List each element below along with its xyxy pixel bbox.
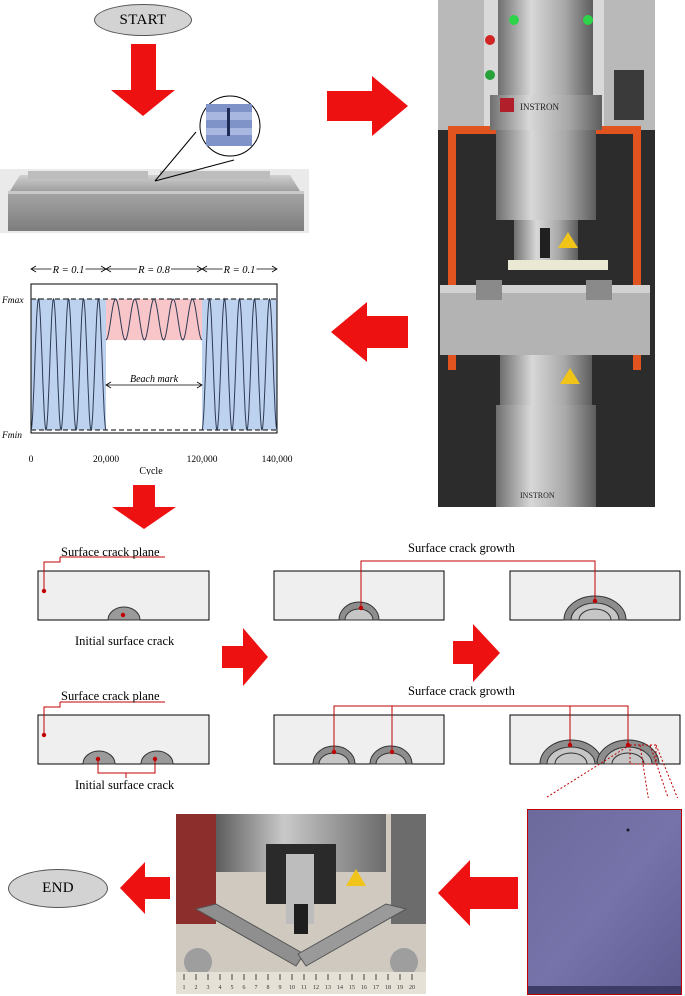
y-tick-fmax: Fmax — [1, 296, 24, 306]
ruler-number: 2 — [195, 985, 198, 991]
ruler-number: 6 — [243, 985, 246, 991]
arrow-left-end — [120, 862, 170, 914]
ruler-number: 5 — [231, 985, 234, 991]
ruler-number: 8 — [267, 985, 270, 991]
start-label: START — [119, 11, 167, 28]
load-wave-3 — [201, 297, 278, 432]
arrow-right-diagram-1 — [222, 628, 268, 686]
specimen-photo — [0, 169, 309, 233]
single-growth-label: Surface crack growth — [408, 541, 515, 555]
beach-mark-label: Beach mark — [130, 374, 179, 385]
ruler-number: 11 — [301, 985, 307, 991]
crack-diagram — [37, 556, 681, 798]
arrow-left-bottom — [438, 860, 518, 926]
arrow-right-top — [327, 76, 408, 136]
arrow-down-chart — [112, 485, 176, 529]
x-axis-label: Cycle — [139, 466, 163, 475]
ruler-number: 13 — [325, 985, 331, 991]
segment-arrowheads-3 — [201, 265, 278, 273]
x-tick-1: 20,000 — [93, 455, 119, 465]
fracture-surface-photo — [527, 809, 682, 995]
instron-brand-bottom: INSTRON — [520, 491, 555, 500]
x-tick-3: 140,000 — [262, 455, 293, 465]
crack-growth-2-inner — [578, 608, 612, 621]
ruler-number: 18 — [385, 985, 391, 991]
segment-label-1: R = 0.1 — [52, 265, 85, 276]
end-node: END — [8, 869, 108, 908]
ruler-number: 4 — [219, 985, 222, 991]
instron-machine-photo: INSTRON INSTRON — [438, 0, 655, 507]
fracture-surface-texture — [528, 810, 681, 994]
arrow-down-start — [111, 44, 175, 116]
arrow-right-diagram-2 — [453, 624, 500, 682]
segment-label-3: R = 0.1 — [223, 265, 256, 276]
x-tick-2: 120,000 — [187, 455, 218, 465]
ruler-number: 1 — [183, 985, 186, 991]
single-plane-label: Surface crack plane — [61, 545, 160, 559]
ruler-number: 7 — [255, 985, 258, 991]
ruler-number: 3 — [207, 985, 210, 991]
load-wave-1 — [30, 297, 107, 432]
double-plane-label: Surface crack plane — [61, 689, 160, 703]
ruler-number: 10 — [289, 985, 295, 991]
plane-panel-double-initial — [37, 714, 210, 765]
ruler-number: 16 — [361, 985, 367, 991]
specimen-illustration — [0, 169, 309, 233]
initial-crack-double-right — [140, 750, 174, 765]
segment-label-2: R = 0.8 — [137, 265, 171, 276]
ruler-number: 17 — [373, 985, 379, 991]
ruler-number: 20 — [409, 985, 415, 991]
load-wave-2 — [105, 298, 203, 341]
arrow-left-chart — [331, 302, 408, 362]
beach-mark-arrowheads — [105, 381, 203, 389]
y-tick-fmin: Fmin — [1, 431, 22, 441]
load-block-2 — [106, 299, 202, 340]
double-growth-label: Surface crack growth — [408, 684, 515, 698]
ruler-number: 19 — [397, 985, 403, 991]
x-tick-0: 0 — [29, 455, 34, 465]
double-initial-label: Initial surface crack — [75, 778, 175, 792]
ruler-number: 14 — [337, 985, 343, 991]
end-label: END — [42, 880, 74, 896]
instron-brand-top: INSTRON — [520, 102, 560, 112]
ruler-number: 9 — [279, 985, 282, 991]
ruler-number: 15 — [349, 985, 355, 991]
start-node: START — [94, 4, 192, 36]
plane-panel-double-growth-1 — [273, 714, 445, 765]
chart-frame — [30, 283, 278, 434]
machine-illustration: INSTRON INSTRON — [438, 0, 655, 507]
ruler-number: 12 — [313, 985, 319, 991]
single-initial-label: Initial surface crack — [75, 634, 175, 648]
